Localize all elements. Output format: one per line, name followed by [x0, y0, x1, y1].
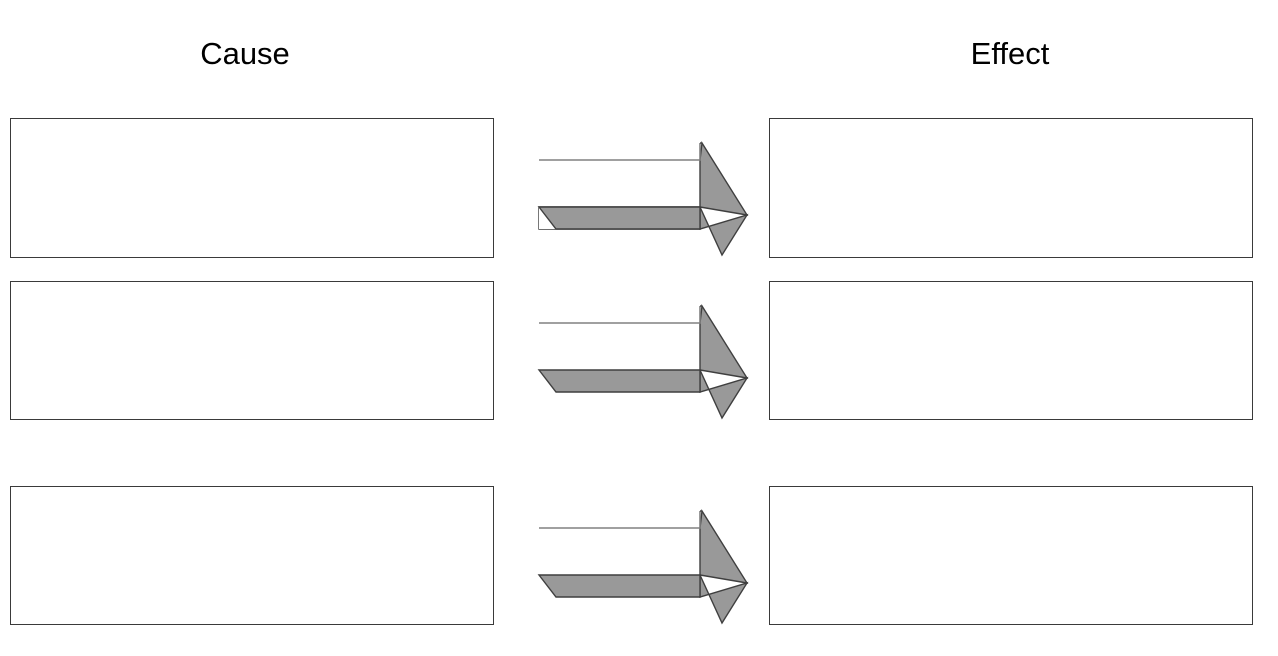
column-title-effect: Effect	[970, 36, 1050, 71]
effect-box-1-text	[770, 119, 1252, 135]
effect-box-3-text	[770, 487, 1252, 503]
cause-box-1[interactable]	[10, 118, 494, 258]
cause-box-3[interactable]	[10, 486, 494, 625]
arrow-right-3d-icon	[534, 506, 749, 626]
effect-box-2[interactable]	[769, 281, 1253, 420]
arrow-right-3d-icon	[534, 138, 749, 258]
effect-box-2-text	[770, 282, 1252, 298]
arrow-right-3d-icon	[534, 301, 749, 421]
cause-box-1-text	[11, 119, 493, 135]
effect-box-3[interactable]	[769, 486, 1253, 625]
column-title-cause: Cause	[200, 36, 290, 71]
cause-box-2-text	[11, 282, 493, 298]
cause-box-3-text	[11, 487, 493, 503]
cause-box-2[interactable]	[10, 281, 494, 420]
effect-box-1[interactable]	[769, 118, 1253, 258]
